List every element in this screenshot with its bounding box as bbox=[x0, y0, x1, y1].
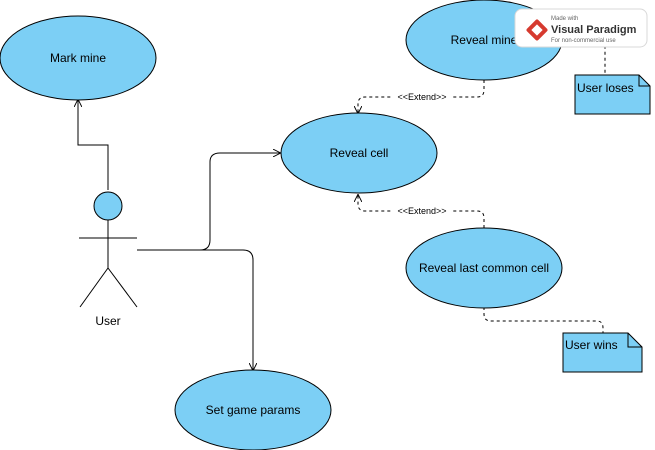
note-label: User wins bbox=[565, 338, 618, 352]
watermark-badge bbox=[514, 8, 648, 48]
actor-left-leg bbox=[79, 267, 109, 308]
note-user-wins[interactable]: User wins bbox=[562, 332, 643, 373]
watermark-license: For non-commercial use bbox=[551, 38, 616, 44]
use-case-label: Reveal last common cell bbox=[419, 261, 549, 275]
actor-user[interactable] bbox=[79, 191, 138, 308]
extend-reveal-mine-line bbox=[358, 80, 485, 113]
extend-last-common-cell-line bbox=[358, 195, 485, 228]
actor-to-reveal-cell-line bbox=[137, 153, 280, 251]
use-case-ellipse bbox=[0, 15, 157, 101]
note-label: User loses bbox=[577, 81, 634, 95]
use-case-reveal-cell[interactable]: Reveal cell bbox=[280, 112, 438, 194]
use-case-ellipse bbox=[405, 227, 563, 309]
actor-right-leg bbox=[107, 267, 138, 308]
actor-to-set-game-params-line bbox=[137, 249, 253, 370]
actor-to-mark-mine-line bbox=[78, 100, 109, 190]
note-shape bbox=[562, 332, 643, 373]
use-case-reveal-last-common-cell[interactable]: Reveal last common cell bbox=[405, 227, 563, 309]
extend-label-bg bbox=[393, 206, 451, 216]
note-fold bbox=[627, 333, 642, 348]
use-case-ellipse bbox=[174, 369, 332, 450]
note-user-wins-link bbox=[483, 307, 604, 333]
use-case-label: Reveal cell bbox=[330, 146, 389, 160]
extend-label-top: <<Extend>> bbox=[397, 92, 446, 102]
actor-head bbox=[93, 191, 123, 221]
use-case-label: Mark mine bbox=[50, 51, 106, 65]
visual-paradigm-watermark: Made with Visual Paradigm For non-commer… bbox=[514, 8, 648, 48]
use-case-label: Reveal mine bbox=[451, 33, 518, 47]
extend-label-bg bbox=[393, 92, 451, 102]
note-shape bbox=[574, 74, 651, 115]
use-case-mark-mine[interactable]: Mark mine bbox=[0, 15, 157, 101]
note-user-loses[interactable]: User loses bbox=[574, 74, 651, 115]
watermark-brand: Visual Paradigm bbox=[551, 24, 637, 36]
use-case-set-game-params[interactable]: Set game params bbox=[174, 369, 332, 450]
visual-paradigm-logo-icon bbox=[526, 19, 548, 41]
connectors bbox=[78, 39, 606, 370]
watermark-made-with: Made with bbox=[551, 16, 578, 22]
note-fold bbox=[638, 75, 650, 87]
use-case-label: Set game params bbox=[206, 403, 301, 417]
use-case-ellipse bbox=[280, 112, 438, 194]
extend-label-bottom: <<Extend>> bbox=[397, 206, 446, 216]
actor-label: User bbox=[95, 314, 120, 328]
